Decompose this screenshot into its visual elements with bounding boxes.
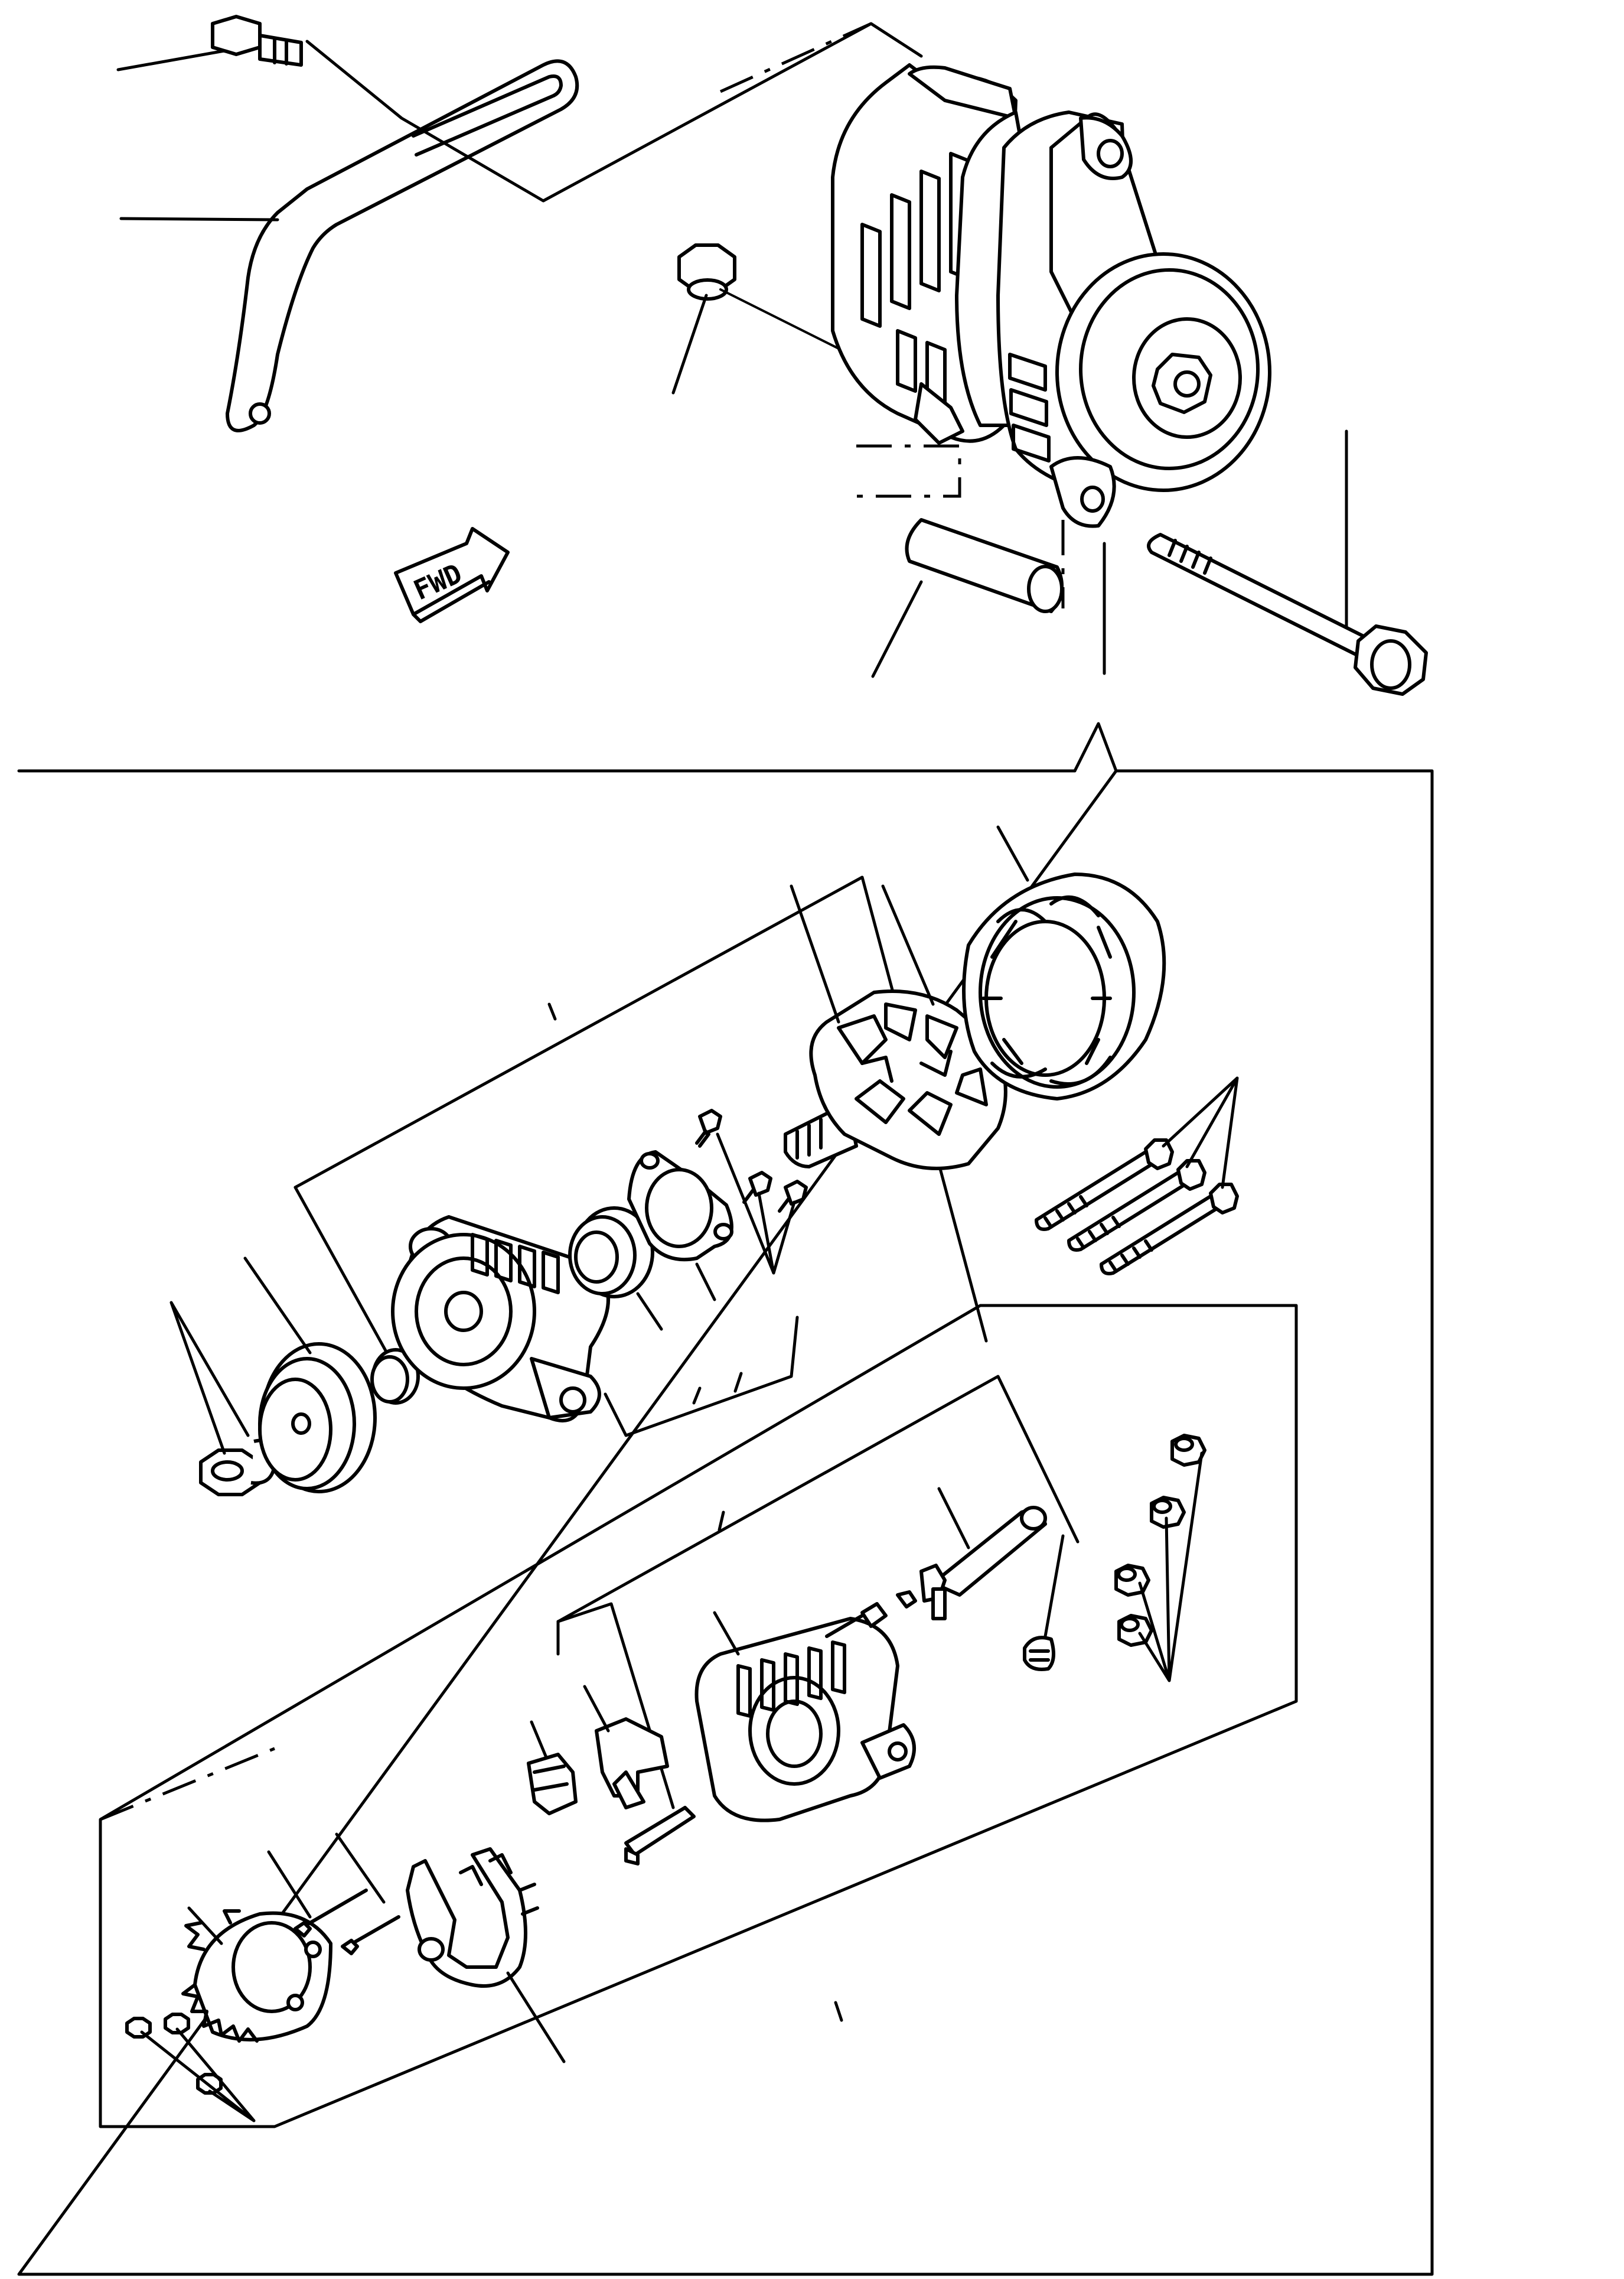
callout-pointer xyxy=(1073,722,1118,773)
leader-retainer xyxy=(695,1262,716,1301)
pulley-nut xyxy=(199,1448,262,1496)
leader-screws xyxy=(716,1132,796,1275)
diode-holder xyxy=(406,1847,539,1988)
assembly-line-bracket xyxy=(719,22,872,93)
rectifier-screws xyxy=(294,1889,400,1955)
brush-cover-plate xyxy=(624,1806,696,1865)
group-tick-1 xyxy=(547,1002,557,1021)
spacer-bracket-dashed xyxy=(856,444,961,498)
ic-regulator xyxy=(595,1717,669,1809)
rear-group-tick xyxy=(718,1510,725,1532)
group-tick-3 xyxy=(692,1386,702,1405)
long-pivot-bolt xyxy=(1147,533,1428,696)
adjusting-bracket xyxy=(226,59,579,432)
leader-stator xyxy=(996,825,1029,882)
fwd-direction-arrow: FWD xyxy=(394,527,510,623)
terminal-insulator xyxy=(825,1506,1047,1638)
leader-terminal xyxy=(937,1487,970,1549)
group-bracket-front xyxy=(294,875,988,1343)
exploded-view-frame xyxy=(17,769,1434,2276)
leader-regulator xyxy=(583,1685,610,1733)
leader-terminal-nut xyxy=(1043,1534,1065,1638)
rear-group-bottom-tick xyxy=(834,2001,843,2022)
bearing-retainer xyxy=(627,1150,733,1262)
drive-end-frame xyxy=(391,1215,610,1422)
leader-screw-2 xyxy=(335,1832,386,1904)
leader-diode-holder xyxy=(506,1971,566,2063)
terminal-nuts-column xyxy=(1114,1434,1206,1647)
leader-pulley xyxy=(243,1256,312,1355)
leader-bearing xyxy=(636,1292,663,1331)
leader-adjusting-bracket xyxy=(119,217,279,222)
terminal-nut xyxy=(1023,1636,1055,1671)
group-bracket-left xyxy=(294,1186,389,1355)
leader-rotor xyxy=(790,884,840,1024)
leader-insulator-nuts xyxy=(140,2027,256,2122)
through-bolts xyxy=(1035,1138,1239,1275)
stator xyxy=(962,872,1166,1101)
leader-bracket-link xyxy=(305,22,923,203)
leader-terminal-nuts xyxy=(1138,1451,1204,1682)
leader-brush-holder xyxy=(530,1720,548,1759)
leader-rectifier xyxy=(187,1906,223,1945)
leader-nut-washer xyxy=(169,1301,250,1455)
leader-through-bolts xyxy=(1162,1076,1239,1189)
alternator-assembly xyxy=(831,63,1271,528)
leader-rotor-fan xyxy=(881,884,935,1006)
leader-screw-1 xyxy=(267,1850,312,1919)
mounting-bolt-top xyxy=(211,15,303,67)
frame-dash-accent xyxy=(100,1747,275,1821)
leader-rear-frame xyxy=(713,1611,740,1656)
rear-housing-bracket xyxy=(556,1375,1080,1623)
rotor xyxy=(784,989,1007,1170)
nut-left xyxy=(677,243,736,301)
rectifier-holder xyxy=(181,1909,332,2043)
spacer-collar xyxy=(905,518,1064,613)
retainer-screws xyxy=(695,1109,808,1213)
front-bearing xyxy=(568,1206,654,1298)
rear-end-frame xyxy=(694,1617,916,1822)
leader-mounting-bolt xyxy=(116,49,226,71)
brush-holder xyxy=(527,1753,578,1815)
group-tick-2 xyxy=(733,1372,743,1393)
group-bracket-bottom xyxy=(604,1316,799,1437)
leader-spacer xyxy=(871,580,923,678)
leader-nut-left xyxy=(671,294,708,395)
pulley xyxy=(258,1342,377,1493)
spacer-ring xyxy=(370,1348,420,1405)
